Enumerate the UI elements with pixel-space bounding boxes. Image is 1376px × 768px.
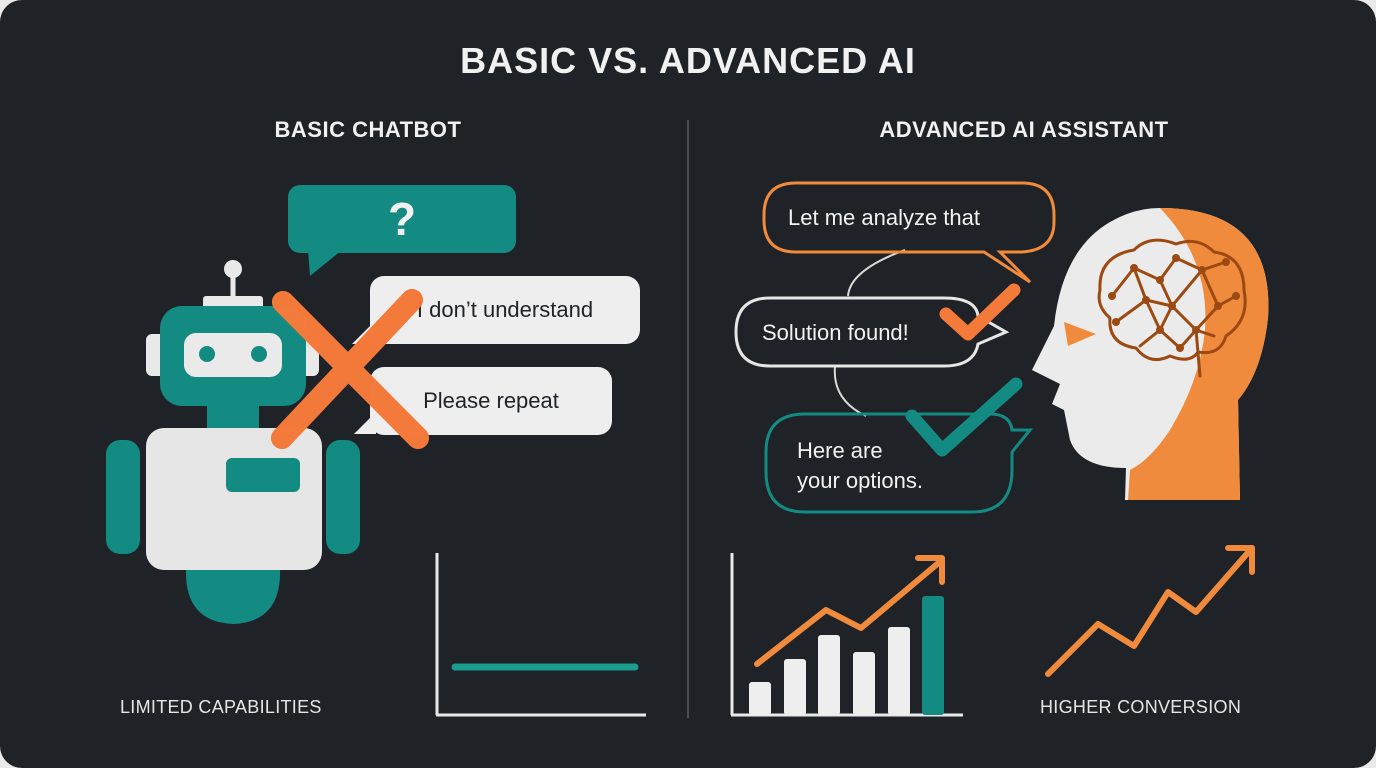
ai-head-icon xyxy=(1032,208,1269,500)
basic-chatbot-heading: BASIC CHATBOT xyxy=(274,117,462,142)
options-bubble-shape xyxy=(764,412,1034,514)
page-title: BASIC VS. ADVANCED AI xyxy=(460,40,916,81)
growth-bar-chart xyxy=(730,553,963,717)
section-divider xyxy=(687,120,689,718)
solution-bubble-text: Solution found! xyxy=(762,320,909,345)
question-mark-text: ? xyxy=(387,193,417,245)
please-repeat-bubble-shape xyxy=(354,367,612,435)
question-bubble xyxy=(288,185,516,276)
analyze-bubble-text: Let me analyze that xyxy=(788,205,981,230)
please-repeat-text: Please repeat xyxy=(423,388,559,413)
options-line-1: Here are xyxy=(797,438,883,463)
analyze-bubble-shape xyxy=(762,181,1056,284)
dont-understand-text: I don’t understand xyxy=(416,297,594,322)
limited-capabilities-caption: LIMITED CAPABILITIES xyxy=(120,697,322,717)
options-bubble-text: Here are your options. xyxy=(797,436,923,496)
solution-bubble-shape xyxy=(734,296,1010,368)
advanced-ai-heading: ADVANCED AI ASSISTANT xyxy=(879,117,1169,142)
options-line-2: your options. xyxy=(797,468,923,493)
orange-checkmark-icon xyxy=(939,283,1021,341)
flat-line-chart xyxy=(435,553,646,717)
trend-arrow-icon xyxy=(1045,545,1255,677)
teal-checkmark-icon xyxy=(905,377,1023,457)
brain-nodes xyxy=(1108,254,1240,352)
higher-conversion-caption: HIGHER CONVERSION xyxy=(1040,697,1242,717)
robot-icon xyxy=(106,260,360,624)
